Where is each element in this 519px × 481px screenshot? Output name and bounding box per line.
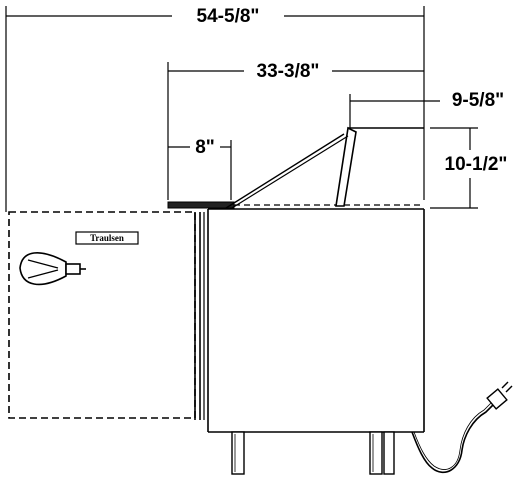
overall-width-dimension <box>5 6 425 212</box>
lid-height-label: 10-1/2" <box>445 154 508 175</box>
cabinet-depth-label: 33-3/8" <box>257 61 320 82</box>
brand-label: Traulsen <box>90 233 124 243</box>
brand-plate <box>75 231 139 245</box>
overall-width-label: 54-5/8" <box>197 6 260 27</box>
door-hinge <box>194 212 205 420</box>
cutting-board-label: 8" <box>195 137 215 158</box>
rear-leg-1 <box>369 431 383 475</box>
rear-leg-2 <box>383 431 395 475</box>
front-leg <box>231 431 245 475</box>
cabinet-legs <box>231 431 395 475</box>
lid-depth-dimension <box>349 94 440 128</box>
lid <box>225 126 424 209</box>
cabinet-body <box>207 208 425 433</box>
door-handle-icon <box>19 252 86 286</box>
lid-depth-label: 9-5/8" <box>452 90 504 111</box>
cutting-board <box>167 201 235 209</box>
cabinet-depth-dimension <box>167 62 424 200</box>
cutting-board-dimension <box>168 140 232 200</box>
power-cord <box>411 401 495 474</box>
plug-icon <box>486 381 513 410</box>
lid-height-dimension <box>430 127 478 209</box>
